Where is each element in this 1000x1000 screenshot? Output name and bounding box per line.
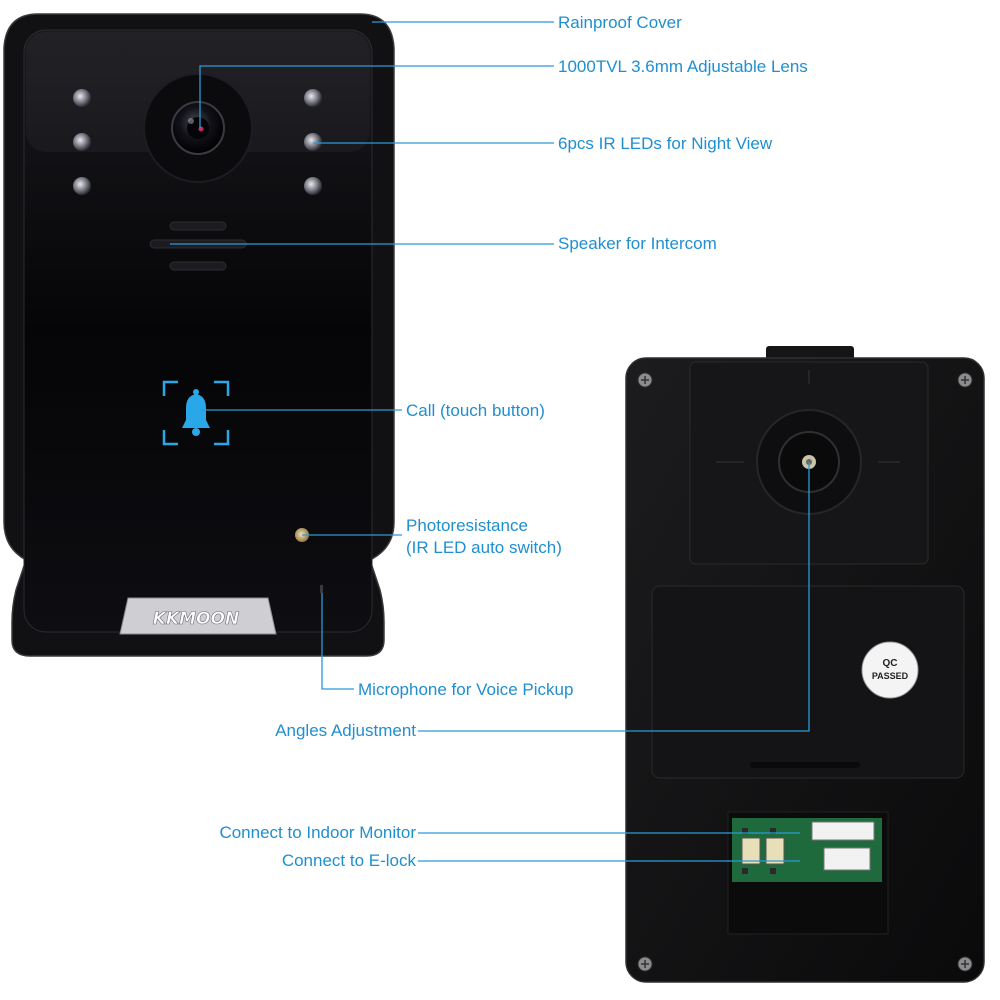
svg-text:QC: QC (883, 658, 898, 669)
screw (957, 956, 973, 972)
qc-passed-badge: QC PASSED (861, 641, 919, 699)
callout-photoresistance-line1: Photoresistance (406, 516, 528, 535)
ir-led (304, 89, 322, 107)
callout-speaker: Speaker for Intercom (558, 234, 717, 253)
brand-logo: KKMOON (153, 609, 239, 629)
callout-call-button: Call (touch button) (406, 401, 545, 420)
circuit-board (732, 818, 882, 882)
indoor-monitor-connector[interactable] (811, 821, 875, 841)
ir-led (304, 133, 322, 151)
leader-microphone (321, 593, 354, 690)
ir-led-cluster-left (73, 89, 91, 195)
callout-lens: 1000TVL 3.6mm Adjustable Lens (558, 57, 808, 76)
callout-indoor-monitor: Connect to Indoor Monitor (219, 823, 416, 842)
leader-lens (199, 65, 554, 128)
callout-photoresistance: Photoresistance (IR LED auto switch) (406, 515, 562, 559)
callout-microphone: Microphone for Voice Pickup (358, 680, 574, 699)
leader-angles (418, 462, 810, 732)
microphone-hole (320, 585, 323, 593)
front-doorbell-panel: KKMOON (3, 13, 395, 657)
back-cover-plate (651, 585, 965, 779)
callout-rainproof-cover: Rainproof Cover (558, 13, 682, 32)
callout-angles: Angles Adjustment (275, 721, 416, 740)
screw (637, 372, 653, 388)
svg-text:PASSED: PASSED (872, 671, 909, 681)
brand-plate: KKMOON (119, 597, 277, 635)
ir-led-cluster-right (304, 89, 322, 195)
screw (957, 372, 973, 388)
callout-photoresistance-line2: (IR LED auto switch) (406, 538, 562, 557)
back-doorbell-panel: QC PASSED (625, 346, 985, 983)
ir-led (73, 89, 91, 107)
ir-led (73, 177, 91, 195)
leader-lines (170, 21, 810, 862)
front-camera-lens (143, 73, 253, 183)
bell-icon (182, 389, 210, 436)
callout-ir-leds: 6pcs IR LEDs for Night View (558, 134, 773, 153)
call-touch-button[interactable] (162, 380, 230, 446)
ir-led (73, 133, 91, 151)
ir-led (304, 177, 322, 195)
callout-e-lock: Connect to E-lock (281, 851, 416, 870)
e-lock-connector[interactable] (823, 847, 871, 871)
screw (637, 956, 653, 972)
